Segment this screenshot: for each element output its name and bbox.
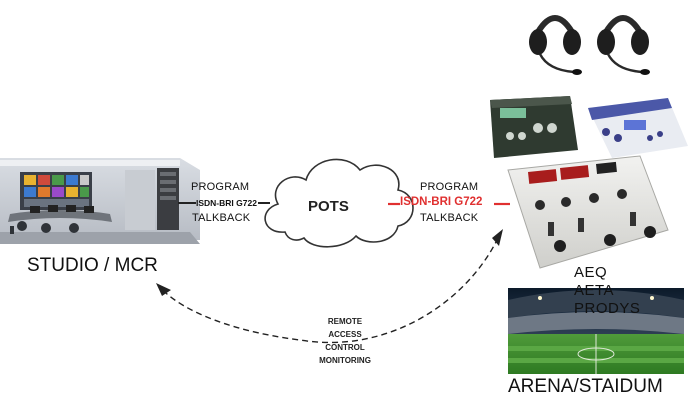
vendor-aeta: AETA: [574, 282, 615, 299]
headset-icon: [597, 15, 650, 75]
stadium-image: [508, 288, 684, 374]
studio-program-label: PROGRAM: [191, 181, 250, 193]
pots-cloud: [264, 158, 414, 248]
venue-codec-label: ISDN-BRI G722: [400, 196, 483, 208]
studio-talkback-label: TALKBACK: [192, 212, 251, 224]
venue-program-label: PROGRAM: [420, 181, 479, 193]
studio-room-image: [0, 158, 200, 244]
venue-talkback-label: TALKBACK: [420, 212, 479, 224]
remote-line-monitoring: MONITORING: [319, 356, 371, 365]
venue-title: ARENA/STAIDUM: [508, 376, 663, 397]
remote-line-access: ACCESS: [328, 330, 362, 339]
pots-label: POTS: [308, 198, 349, 215]
arrowhead-venue: [492, 229, 503, 246]
remote-line-control: CONTROL: [325, 343, 365, 352]
vendor-list: AEQ AETA PRODYS: [574, 264, 640, 318]
studio-title: STUDIO / MCR: [27, 255, 158, 276]
arrowhead-studio: [156, 283, 171, 296]
remote-line-remote: REMOTE: [327, 317, 363, 326]
vendor-prodys: PRODYS: [574, 300, 641, 317]
studio-codec-label: ISDN-BRI G722: [196, 198, 257, 208]
remote-access-link: [159, 237, 499, 344]
headset-icon: [529, 15, 582, 75]
remote-access-text: REMOTE ACCESS CONTROL MONITORING: [303, 315, 387, 367]
vendor-aeq: AEQ: [574, 264, 608, 281]
codec-device-image: [490, 96, 688, 269]
